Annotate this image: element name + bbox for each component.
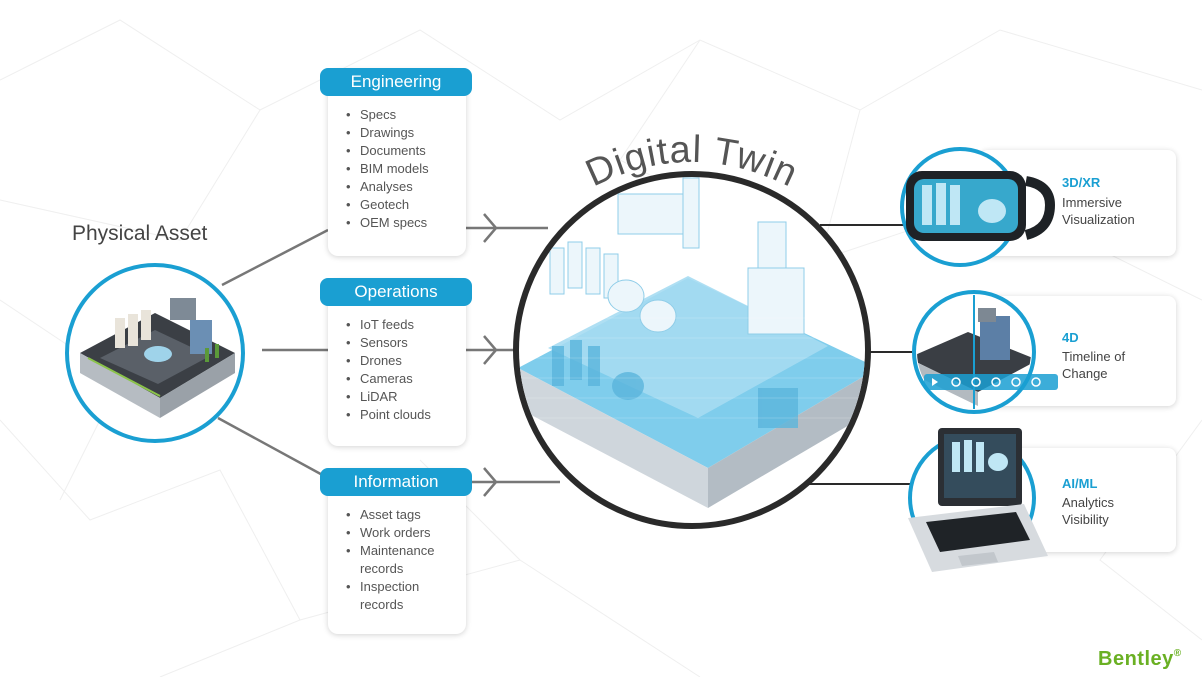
list-item: Cameras <box>346 370 431 388</box>
output-title: 3D/XR <box>1062 175 1101 190</box>
list-item: Documents <box>346 142 429 160</box>
operations-heading: Operations <box>320 278 472 306</box>
list-item: BIM models <box>346 160 429 178</box>
list-item: Work orders <box>346 524 464 542</box>
output-desc: Timeline of Change <box>1062 349 1126 381</box>
output-desc: Analytics Visibility <box>1062 495 1115 527</box>
list-item: Analyses <box>346 178 429 196</box>
list-item: Drawings <box>346 124 429 142</box>
timeline-icon <box>912 290 1058 414</box>
list-item: Geotech <box>346 196 429 214</box>
output-title: 4D <box>1062 330 1079 345</box>
output-title: AI/ML <box>1062 476 1098 491</box>
list-item: Asset tags <box>346 506 464 524</box>
list-item: Inspection records <box>346 578 464 614</box>
output-desc: Immersive Visualization <box>1062 195 1135 227</box>
engineering-heading: Engineering <box>320 68 472 96</box>
information-heading: Information <box>320 468 472 496</box>
operations-list: IoT feeds Sensors Drones Cameras LiDAR P… <box>346 316 431 424</box>
engineering-list: Specs Drawings Documents BIM models Anal… <box>346 106 429 232</box>
vr-headset-icon <box>900 147 1056 267</box>
bentley-logo: Bentley® <box>1098 648 1182 671</box>
list-item: Sensors <box>346 334 431 352</box>
list-item: OEM specs <box>346 214 429 232</box>
operations-card: Operations IoT feeds Sensors Drones Came… <box>320 278 472 446</box>
physical-asset-illustration <box>65 263 245 443</box>
list-item: Point clouds <box>346 406 431 424</box>
brand-mark: ® <box>1173 648 1182 659</box>
list-item: Maintenance records <box>346 542 464 578</box>
physical-asset-label: Physical Asset <box>72 222 208 245</box>
list-item: IoT feeds <box>346 316 431 334</box>
laptop-icon <box>908 428 1048 572</box>
list-item: LiDAR <box>346 388 431 406</box>
information-card: Information Asset tags Work orders Maint… <box>320 468 472 634</box>
digital-twin-illustration <box>513 171 871 529</box>
information-list: Asset tags Work orders Maintenance recor… <box>346 506 464 614</box>
list-item: Drones <box>346 352 431 370</box>
brand-name: Bentley <box>1098 648 1174 670</box>
list-item: Specs <box>346 106 429 124</box>
engineering-card: Engineering Specs Drawings Documents BIM… <box>320 68 472 256</box>
